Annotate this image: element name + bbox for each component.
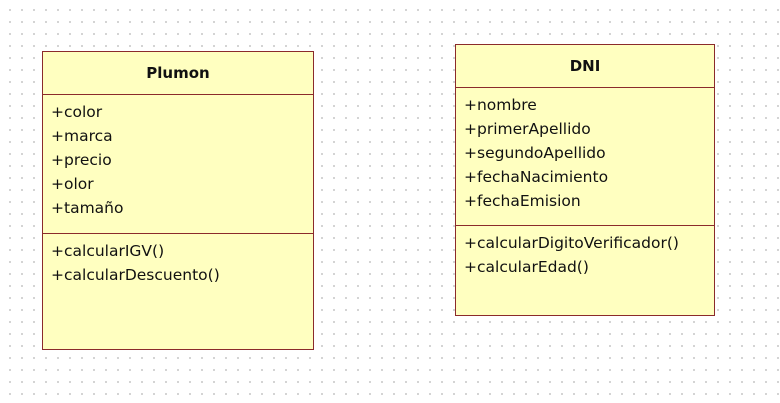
attributes-compartment-plumon: +color +marca +precio +olor +tamaño (43, 95, 313, 234)
attribute-nombre: +nombre (464, 96, 537, 114)
operations-compartment-plumon: +calcularIGV() +calcularDescuento() (43, 234, 313, 291)
attribute-fecha-nacimiento: +fechaNacimiento (464, 168, 609, 186)
attribute-olor: +olor (51, 175, 94, 193)
class-box-dni[interactable]: DNI +nombre +primerApellido +segundoApel… (455, 44, 715, 316)
attribute-marca: +marca (51, 127, 113, 145)
operation-calcular-edad: +calcularEdad() (464, 258, 589, 276)
attribute-color: +color (51, 103, 103, 121)
operations-compartment-dni: +calcularDigitoVerificador() +calcularEd… (456, 226, 714, 283)
operation-calcular-descuento: +calcularDescuento() (51, 266, 220, 284)
attribute-precio: +precio (51, 151, 112, 169)
class-name-dni: DNI (456, 45, 714, 88)
class-name-plumon: Plumon (43, 52, 313, 95)
attribute-fecha-emision: +fechaEmision (464, 192, 581, 210)
attribute-tamano: +tamaño (51, 199, 124, 217)
attribute-segundo-apellido: +segundoApellido (464, 144, 606, 162)
operation-calcular-igv: +calcularIGV() (51, 242, 165, 260)
attributes-compartment-dni: +nombre +primerApellido +segundoApellido… (456, 88, 714, 226)
class-box-plumon[interactable]: Plumon +color +marca +precio +olor +tama… (42, 51, 314, 350)
operation-calcular-digito-verificador: +calcularDigitoVerificador() (464, 234, 679, 252)
attribute-primer-apellido: +primerApellido (464, 120, 591, 138)
